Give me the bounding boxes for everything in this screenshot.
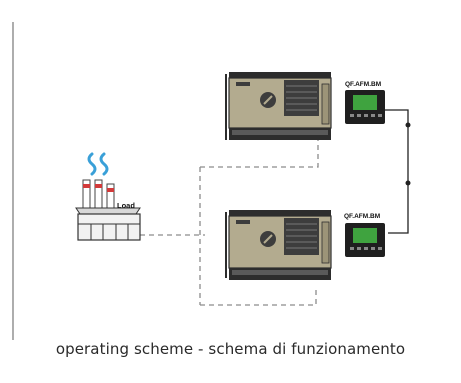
junction-dot-bottom	[405, 180, 411, 186]
controller-panel-top	[345, 90, 385, 124]
smoke-right-icon	[99, 152, 109, 176]
junction-dot-top	[405, 122, 411, 128]
controller-panel-bottom	[345, 223, 385, 257]
load-label: Load	[117, 201, 135, 210]
smoke-left-icon	[87, 152, 97, 176]
genset-bottom	[225, 210, 332, 280]
controller-label-top: QF.AFM.BM	[345, 81, 381, 88]
solid-sync-lines	[385, 109, 409, 234]
load-factory-icon	[75, 152, 141, 241]
diagram-caption: operating scheme - schema di funzionamen…	[55, 340, 406, 358]
controller-label-bottom: QF.AFM.BM	[344, 213, 380, 220]
dashed-power-lines	[140, 140, 319, 306]
genset-top	[225, 72, 332, 140]
